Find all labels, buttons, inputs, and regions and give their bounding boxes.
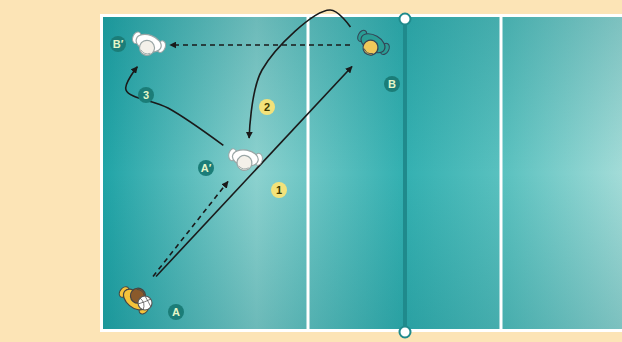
player-marker: B — [352, 25, 392, 65]
movement-arrow — [170, 44, 350, 46]
callout-number: 1 — [271, 182, 287, 198]
net-post — [400, 327, 411, 338]
player-label: B — [384, 76, 400, 92]
player-label: A — [168, 304, 184, 320]
ball-path-arrow — [249, 10, 350, 138]
player-head — [236, 154, 253, 171]
player-figure — [116, 278, 156, 318]
volleyball — [138, 296, 152, 310]
net — [403, 20, 407, 327]
player-figure — [352, 25, 392, 65]
player-marker: A′ — [225, 140, 265, 180]
player-marker: B′ — [128, 25, 168, 65]
player-label: A′ — [198, 160, 214, 176]
callout-number: 2 — [259, 99, 275, 115]
attack-line — [307, 15, 310, 331]
court-boundary — [102, 16, 622, 331]
ball-path-arrow — [126, 67, 224, 146]
hair-line — [363, 49, 373, 56]
player-figure — [128, 25, 168, 65]
court-floor — [100, 14, 622, 332]
volleyball-seam — [138, 296, 151, 310]
attack-line — [500, 15, 503, 331]
net-post — [400, 14, 411, 25]
hair-line — [137, 288, 146, 296]
player-label: B′ — [110, 36, 126, 52]
player-marker: A — [116, 278, 156, 318]
hair-line — [239, 166, 249, 170]
court-shade — [100, 14, 622, 332]
hair-line — [140, 50, 150, 55]
player-head — [137, 38, 156, 57]
player-figure — [225, 140, 265, 180]
callout-number: 3 — [138, 87, 154, 103]
player-head — [360, 37, 380, 57]
movement-arrow — [153, 182, 228, 277]
